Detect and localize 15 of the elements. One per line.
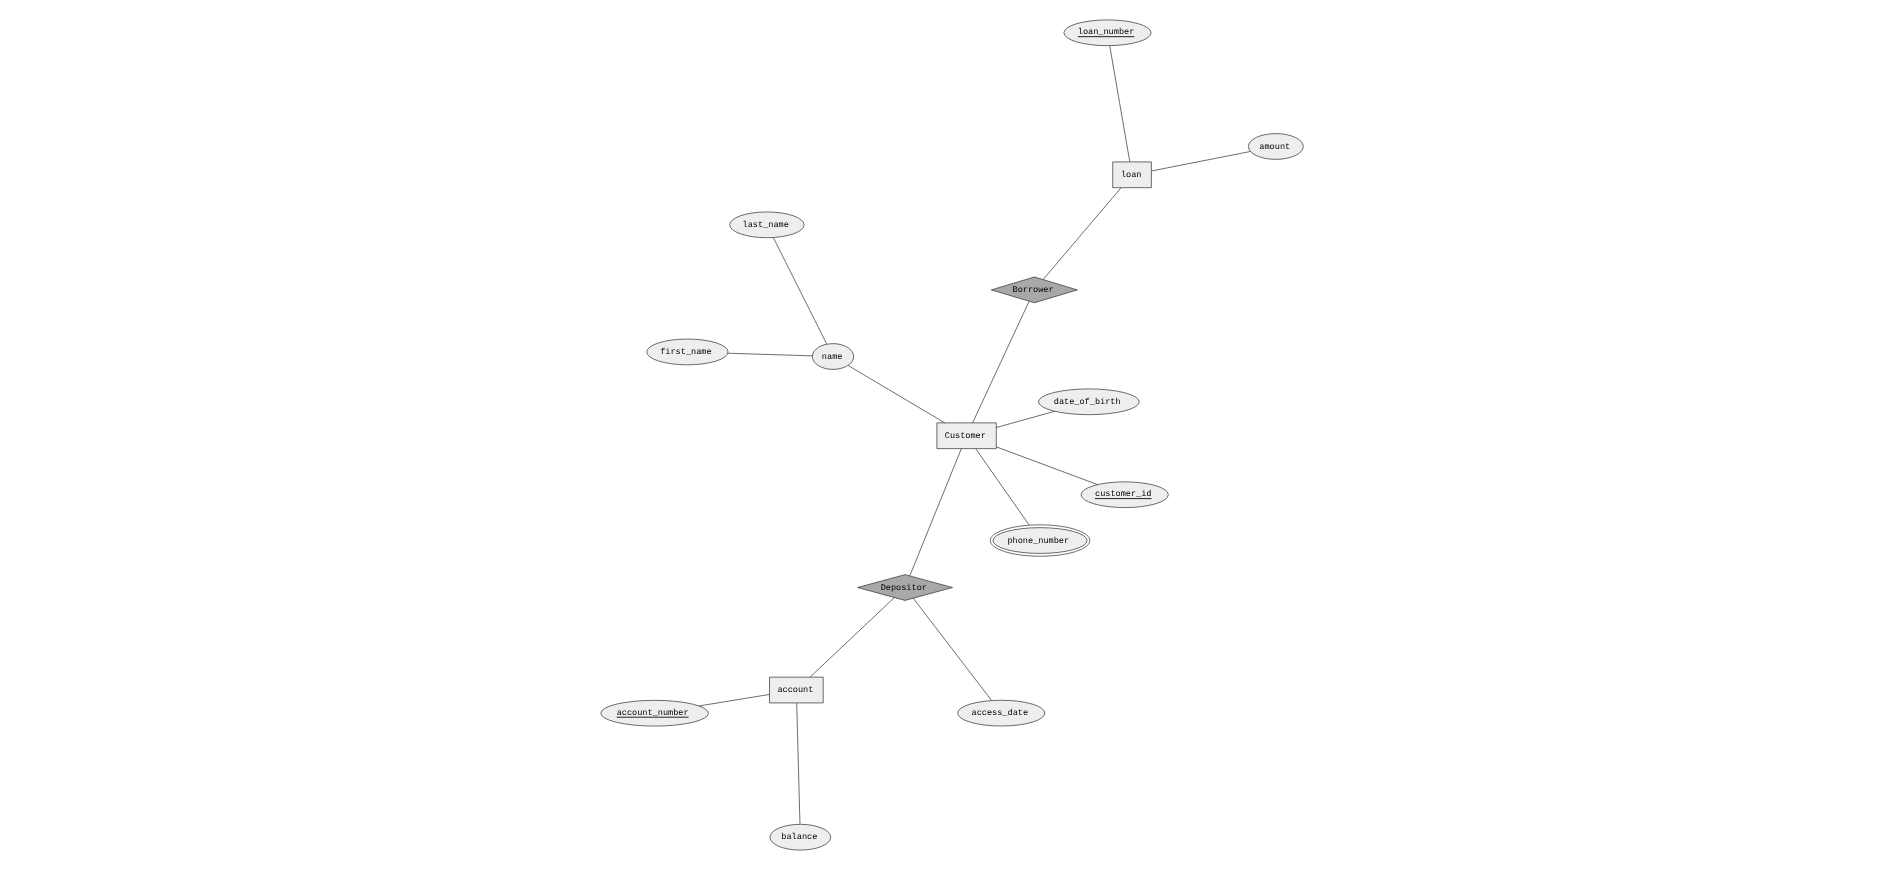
connector — [1151, 151, 1251, 172]
connector — [847, 365, 946, 424]
connector — [796, 702, 801, 825]
connector — [698, 694, 770, 707]
connector — [1042, 187, 1122, 280]
connector — [996, 446, 1098, 485]
connector — [809, 597, 895, 678]
connector — [727, 352, 813, 357]
connector — [996, 411, 1055, 428]
connector — [975, 448, 1030, 526]
connector — [972, 301, 1030, 424]
connector — [773, 237, 828, 345]
connector — [1109, 45, 1131, 163]
connector — [909, 448, 962, 577]
connector — [912, 597, 992, 701]
